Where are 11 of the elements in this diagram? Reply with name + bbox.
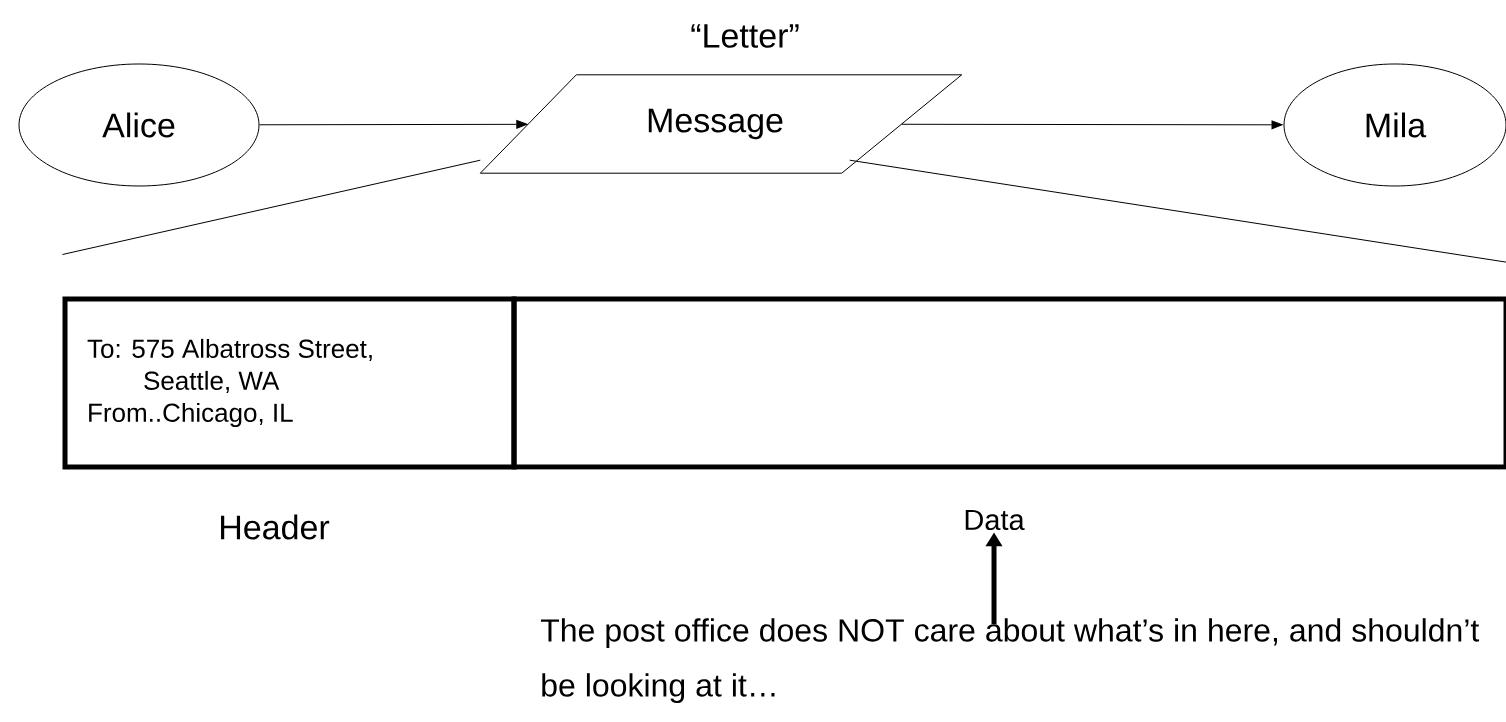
data-label: Data: [965, 509, 1025, 531]
packet-cell: To: 575 Albatross Street, Seattle, WA From..Chicago, IL: [62, 296, 517, 470]
zoom-line: [849, 159, 1506, 263]
message-parallelogram: Message: [479, 74, 963, 174]
note-text: The post office does NOT care about what’s in here, and shouldn’t be looking at it…: [540, 618, 1480, 703]
title-label: “Letter”: [691, 24, 799, 48]
zoom-line: [62, 159, 481, 255]
arrow: [259, 119, 528, 129]
field-label: Header: [221, 514, 330, 540]
arrow: [901, 120, 1283, 130]
packet-cell: [511, 296, 1506, 470]
